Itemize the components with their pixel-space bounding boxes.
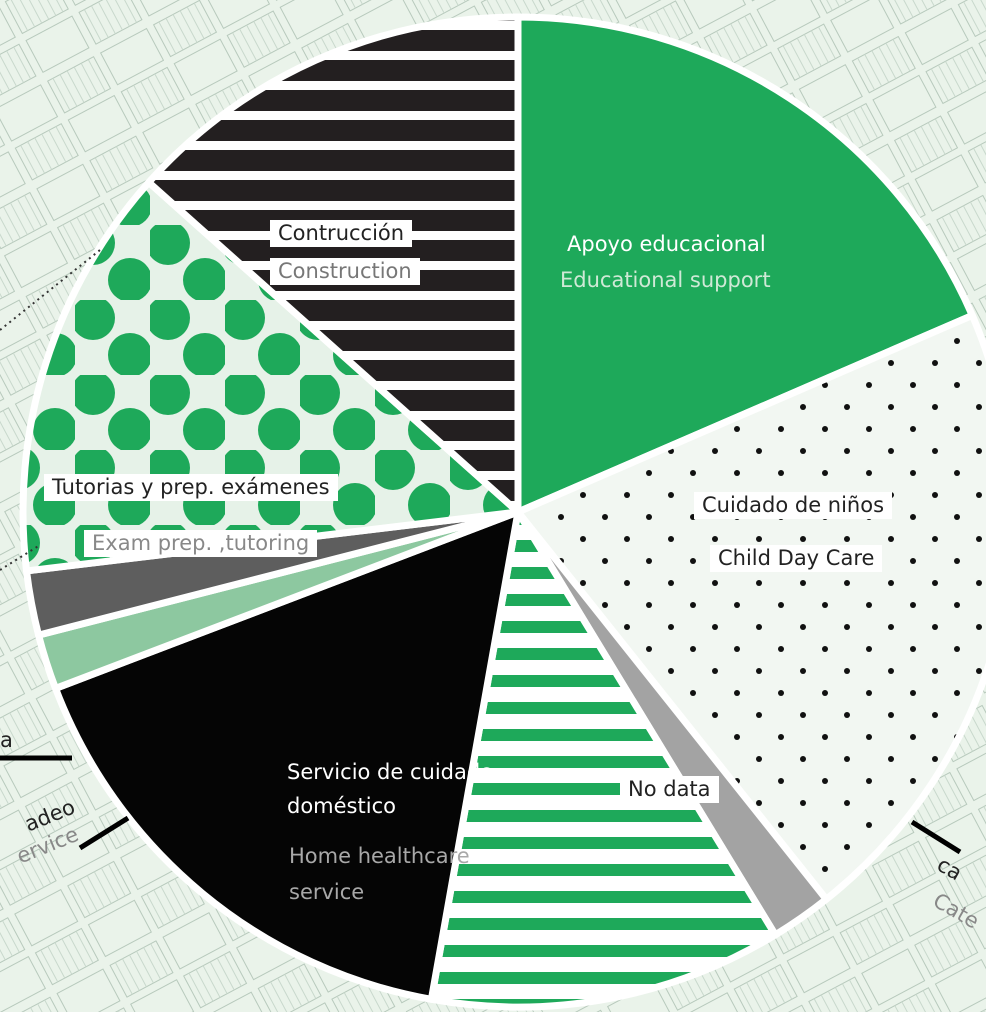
label-child-en: Child Day Care: [710, 545, 883, 572]
label-left-edge-es: a: [0, 728, 13, 752]
label-educational-en: Educational support: [560, 268, 771, 292]
label-construction-es: Contrucción: [270, 220, 413, 247]
label-home-es-line1: Servicio de cuidado: [287, 760, 494, 784]
label-child-es: Cuidado de niños: [694, 492, 893, 519]
pie-outline: [20, 14, 986, 1010]
leader-line-category: [910, 819, 962, 855]
label-construction-en: Construction: [270, 258, 420, 285]
leader-line-cleaning: [78, 815, 130, 851]
label-tutoring-es: Tutorias y prep. exámenes: [44, 474, 338, 501]
label-no-data: No data: [620, 776, 719, 803]
label-tutoring-en: Exam prep. ,tutoring: [84, 530, 318, 557]
label-home-es-line2: doméstico: [287, 794, 396, 818]
label-educational-es: Apoyo educacional: [567, 232, 766, 256]
leader-line-tutoring-bottom: [0, 544, 41, 571]
label-home-en-line1: Home healthcare: [289, 844, 470, 868]
label-home-en-line2: service: [289, 880, 365, 904]
